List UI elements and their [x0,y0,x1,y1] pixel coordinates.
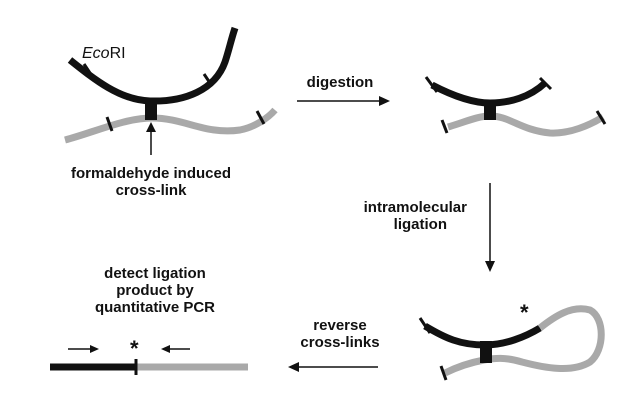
ecori-label-plain: RI [109,45,126,62]
digested-fragments [424,76,607,137]
forward-primer-arrow [68,345,99,353]
ecori-site-mark [202,73,214,87]
gray-strand [64,107,278,144]
crosslink-caption-line1: formaldehyde induced [70,165,232,182]
end-mark [424,76,439,93]
ecori-site-mark [82,63,94,77]
loop-ligation-asterisk: * [520,300,529,325]
reverse-crosslinks-label: reverse cross-links [290,317,390,351]
digestion-arrow [297,96,390,106]
ecori-label-italic: Eco [82,45,110,62]
intramolecular-label-line1: intramolecular [363,199,467,216]
crosslinked-dna [64,26,278,155]
ligated-loop [418,305,605,381]
detect-label-line1: detect ligation [104,265,206,282]
intramolecular-ligation-label: intramolecular ligation [337,199,467,233]
crosslink-block [484,100,496,120]
crosslink-block [145,98,157,120]
crosslink-caption: formaldehyde induced cross-link [40,165,262,199]
end-mark [439,365,448,381]
reverse-primer-arrow [161,345,190,353]
detect-label-line2: product by [116,282,194,299]
gray-fragment [447,112,605,137]
intramolecular-label-line2: ligation [393,216,447,233]
detect-label-line3: quantitative PCR [94,299,215,316]
ligation-product [50,345,248,375]
end-mark [440,119,449,134]
end-mark [595,110,607,125]
end-mark [538,76,553,91]
ecori-site-mark [255,110,266,125]
product-ligation-asterisk: * [130,336,139,361]
detect-pcr-label: detect ligation product by quantitative … [60,265,250,316]
reverse-arrow [288,362,378,372]
digestion-label: digestion [306,74,374,91]
crosslink-block [480,341,492,363]
end-mark [418,317,432,334]
pointer-arrowhead [146,122,156,132]
black-strand [67,26,239,105]
crosslink-caption-line2: cross-link [115,182,187,199]
ecori-site-mark [105,116,114,132]
reverse-label-line2: cross-links [300,334,380,351]
reverse-label-line1: reverse [313,317,367,334]
ecori-label: EcoRI [82,45,126,63]
ligation-arrow [485,183,495,272]
